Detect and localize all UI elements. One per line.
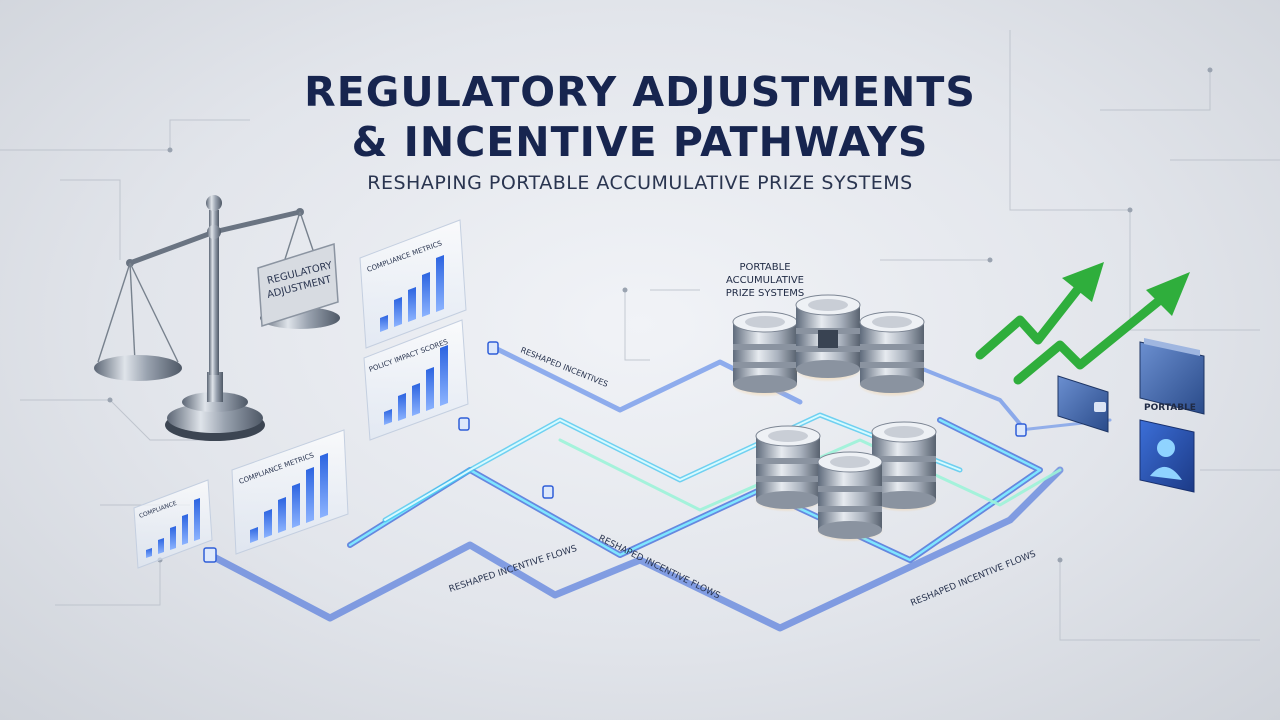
center-label-3: PRIZE SYSTEMS [726, 288, 804, 299]
title-line-2: & INCENTIVE PATHWAYS [351, 118, 929, 166]
wallet-icon [1057, 375, 1109, 433]
database-icon [858, 311, 926, 397]
center-label-1: PORTABLE [739, 262, 790, 273]
database-icon [816, 451, 884, 542]
database-icon [870, 421, 938, 512]
prize-system-cylinders [731, 294, 938, 542]
compliance-metrics-panel-top: COMPLIANCE METRICS [359, 219, 467, 349]
regulatory-adjustment-sign: REGULATORY ADJUSTMENT [257, 242, 339, 328]
portable-prize-systems-label: PORTABLE ACCUMULATIVE PRIZE SYSTEMS [726, 262, 804, 299]
user-icon [1139, 419, 1195, 493]
policy-impact-scores-panel: POLICY IMPACT SCORES [363, 319, 469, 441]
compliance-metrics-panel-front: COMPLIANCE METRICS [231, 429, 349, 555]
center-label-2: ACCUMULATIVE [726, 275, 804, 286]
scale-icon [94, 195, 340, 441]
title-line-1: REGULATORY ADJUSTMENTS [304, 68, 976, 116]
database-icon [731, 311, 799, 397]
database-icon [794, 294, 862, 382]
small-metrics-panel: COMPLIANCE [133, 479, 213, 569]
database-icon [754, 425, 822, 512]
flow-connectors [203, 341, 1027, 563]
wallet-icon [1139, 338, 1205, 415]
subtitle: RESHAPING PORTABLE ACCUMULATIVE PRIZE SY… [367, 172, 913, 194]
portable-label: PORTABLE [1144, 403, 1196, 413]
arrow-up-icon [975, 262, 1190, 385]
flow-label-1: RESHAPED INCENTIVE FLOWS [448, 544, 579, 595]
